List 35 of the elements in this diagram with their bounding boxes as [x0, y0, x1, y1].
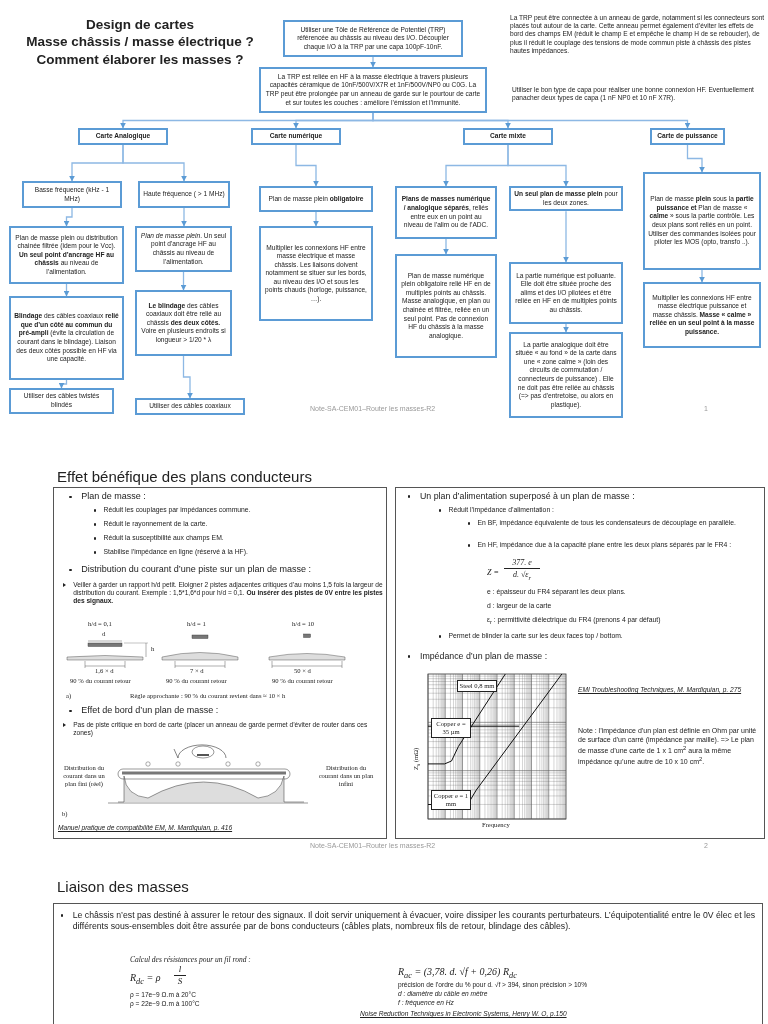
- title-text: Design de cartes: [84, 16, 195, 34]
- connector-arrow: [370, 56, 376, 68]
- formula-text: R$_{ac}$ = (3,78. d. √f + 0,26) R$_{dc}$: [398, 966, 517, 982]
- connector-arrow: [699, 269, 705, 283]
- formula-numerator: 377. e: [504, 558, 540, 569]
- connector-arrow: [58, 379, 68, 389]
- formula-text: Z =: [487, 568, 499, 578]
- bullet-heading: Effet de bord d’un plan de masse :: [66, 705, 219, 717]
- connector-arrow: [63, 283, 70, 297]
- title-text: Comment élaborer les masses ?: [35, 52, 245, 69]
- connector-arrow: [182, 355, 193, 399]
- formula-denominator: S: [176, 976, 184, 988]
- connector-arrow: [295, 144, 319, 187]
- connector-arrow: [507, 144, 569, 187]
- connector-arrow: [563, 323, 569, 333]
- connector-arrow: [63, 207, 73, 227]
- connector-arrow: [372, 112, 691, 129]
- bullet-heading: Distribution du courant d’une piste sur un plan de masse :: [66, 564, 311, 576]
- slide-title: Liaison des masses: [57, 878, 189, 897]
- connector-arrow: [180, 271, 187, 291]
- bullet-heading: Un plan d’alimentation superposé à un plan de masse :: [405, 491, 635, 502]
- connector-arrow: [181, 207, 187, 227]
- bullet-heading: Plan de masse :: [66, 491, 146, 503]
- formula-text: R$_{dc}$ = ρ: [130, 972, 161, 988]
- connector-arrow: [686, 144, 705, 173]
- bullet-heading: Impédance d’un plan de masse :: [405, 651, 548, 662]
- title-text: Masse châssis / masse électrique ?: [25, 34, 255, 51]
- connector-arrow: [313, 211, 319, 227]
- formula-denominator: d. √ε$_{r}$: [511, 570, 533, 582]
- formula-numerator: l: [174, 964, 186, 977]
- connector-arrow: [443, 238, 449, 255]
- paragraph-text: Le châssis n’est pas destiné à assurer le retour des signaux. Il doit servir uniquement à évacuer, voire dissiper les courants perturbateurs. L’équipotentialité entre le 0V élec et les différents sous-ensembles doit être assurée par de bons conducteurs (câbles plats, nombreux fils de retour, blindage des câbles).: [58, 910, 758, 932]
- slide-title: Effet bénéfique des plans conducteurs: [57, 468, 312, 487]
- connector-arrow: [563, 210, 569, 263]
- connector-arrow: [122, 144, 187, 182]
